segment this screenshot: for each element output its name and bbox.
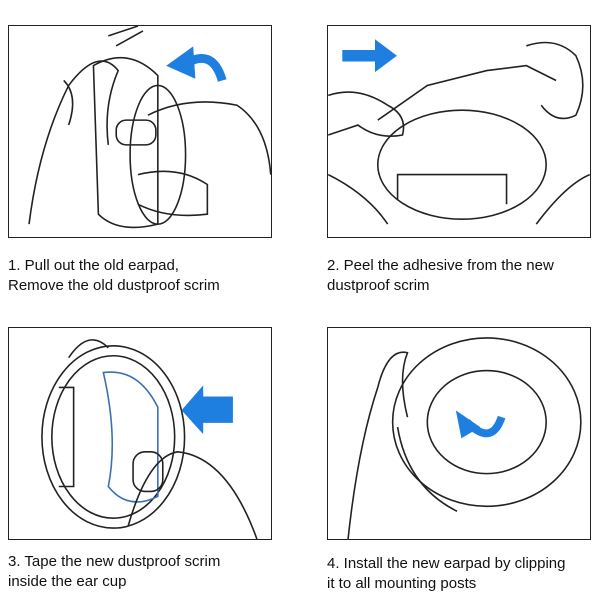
step-2-illustration (327, 25, 591, 238)
step-3-illustration (8, 327, 272, 540)
step-2-caption: 2. Peel the adhesive from the new dustpr… (327, 257, 554, 294)
step-4-illustration (327, 327, 591, 540)
left-arrow-icon (181, 385, 233, 435)
step-3-caption: 3. Tape the new dustproof scrim inside t… (8, 553, 221, 590)
right-arrow-icon (342, 39, 397, 73)
step-1-caption: 1. Pull out the old earpad, Remove the o… (8, 257, 220, 294)
step-1-illustration (8, 25, 272, 238)
step-4-caption: 4. Install the new earpad by clipping it… (327, 555, 566, 592)
